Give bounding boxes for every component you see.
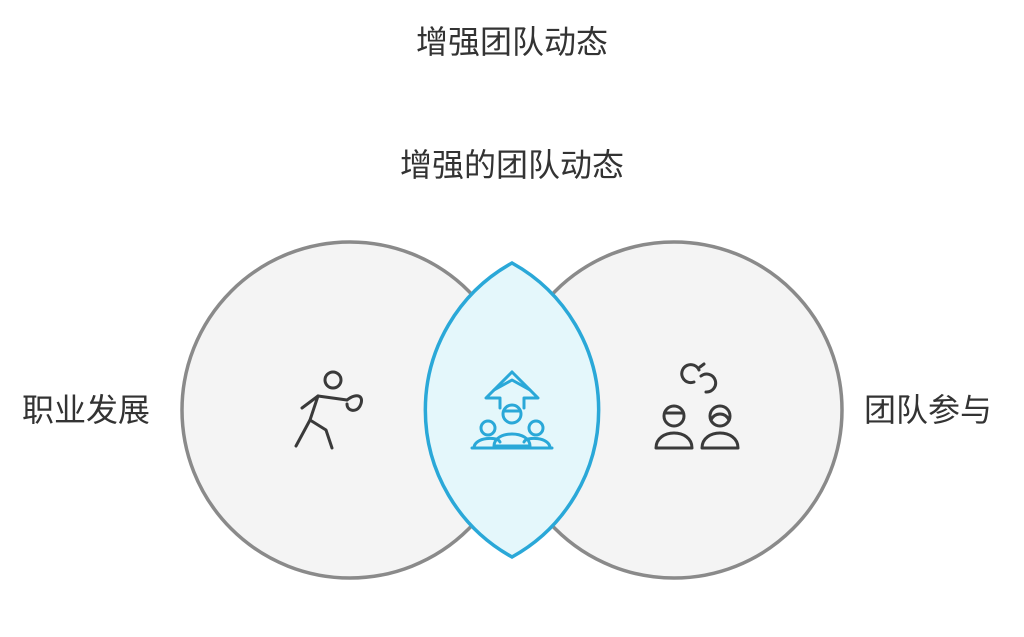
diagram-title: 增强团队动态 [415,23,608,61]
overlap-label: 增强的团队动态 [399,146,624,184]
set-label-engagement: 团队参与 [864,391,993,429]
team-engagement-icon [654,362,740,450]
set-label-career: 职业发展 [22,391,151,429]
career-athlete-icon [294,370,363,450]
team-growth-icon [470,370,554,450]
